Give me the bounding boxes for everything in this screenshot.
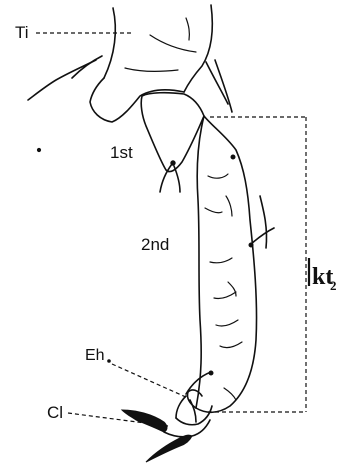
measurement-bracket [208,117,306,412]
label-bracket-subscript: 2 [330,278,337,293]
leader-empodial-hair [112,364,188,398]
bracket-symbol: kt 2 [309,258,337,293]
first-segment [141,93,204,192]
label-empodial-hair: Eh [85,347,105,364]
label-first-segment: 1st [110,143,133,162]
label-claw: Cl [47,403,63,422]
second-segment [186,116,274,412]
label-tibia: Ti [15,23,29,42]
label-second-segment: 2nd [141,235,169,254]
